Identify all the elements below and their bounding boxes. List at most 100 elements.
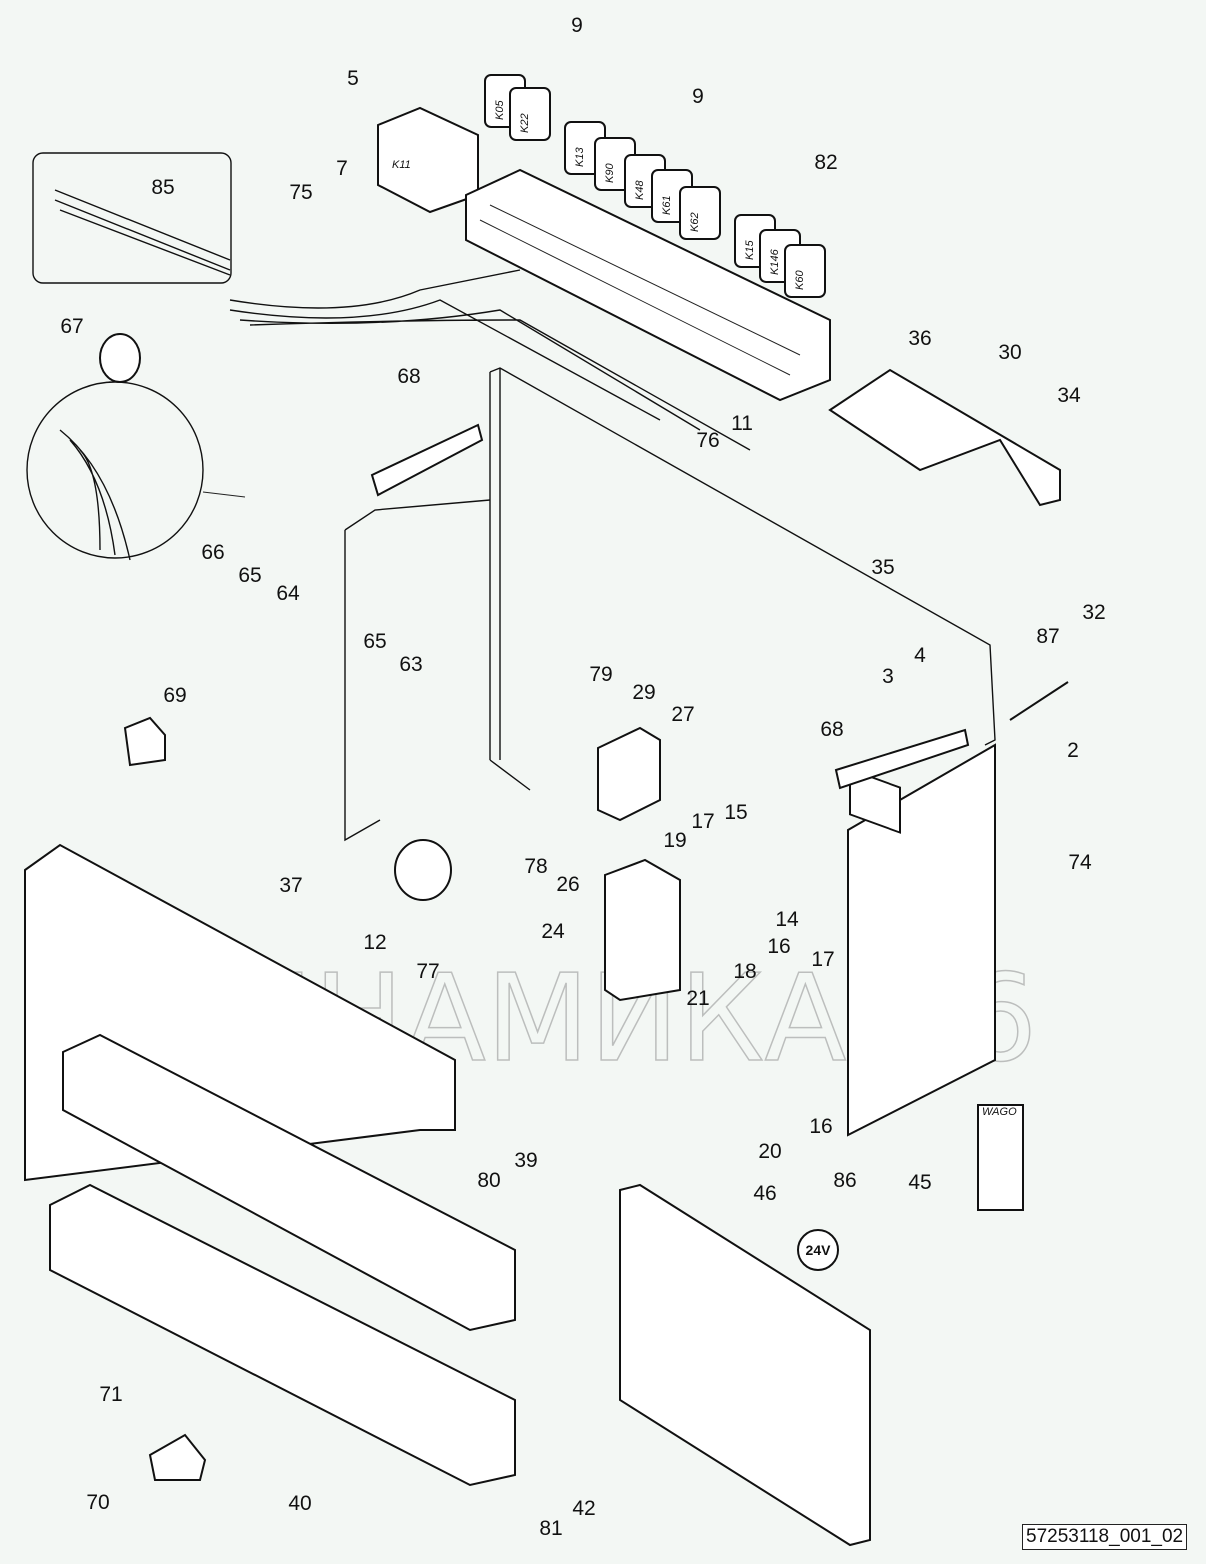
- callout-number: 16: [767, 935, 790, 958]
- callout-number: 65: [363, 630, 386, 653]
- callout-number: 81: [539, 1517, 562, 1540]
- label-45: [977, 1104, 1024, 1211]
- callout-number: 14: [775, 908, 799, 931]
- callout-number: 11: [731, 412, 753, 435]
- callout-number: 2: [1067, 739, 1079, 762]
- callout-number: 68: [820, 718, 843, 741]
- callout-number: 46: [753, 1182, 776, 1205]
- end-cap-69: [123, 716, 166, 767]
- callout-number: 40: [288, 1492, 311, 1515]
- relay-label: K11: [392, 159, 411, 171]
- cable-duct-71: [62, 1033, 516, 1332]
- callout-number: 35: [871, 556, 894, 579]
- relay-label: K48: [634, 180, 646, 200]
- relay-label: K22: [519, 113, 531, 133]
- callout-number: 63: [399, 653, 422, 676]
- callout-number: 67: [60, 315, 83, 338]
- relay: K62: [679, 186, 721, 240]
- callout-number: 9: [571, 14, 583, 37]
- wiring: [229, 269, 751, 451]
- drawing-id: 57253118_001_02: [1022, 1524, 1188, 1550]
- callout-number: 71: [99, 1383, 122, 1406]
- relay-label: K05: [494, 100, 506, 120]
- callout-number: 69: [163, 684, 186, 707]
- callout-number: 86: [833, 1169, 856, 1192]
- cover-panel-74: [847, 743, 996, 1137]
- callout-number: 26: [556, 873, 579, 896]
- leader: [202, 491, 246, 498]
- relay-label: K15: [744, 240, 756, 260]
- relay: K22: [509, 87, 551, 141]
- callout-number: 36: [908, 327, 931, 350]
- component-12: [394, 839, 452, 901]
- relay-body: [509, 87, 551, 141]
- module-24: [604, 858, 681, 1002]
- side-panel: [344, 499, 531, 842]
- callout-number: 77: [416, 960, 439, 983]
- label-brand: WAGO: [982, 1106, 1017, 1118]
- callout-number: 29: [632, 681, 655, 704]
- callout-number: 5: [347, 67, 359, 90]
- cable-duct-40: [49, 1183, 516, 1487]
- callout-number: 85: [151, 176, 174, 199]
- callout-number: 17: [811, 948, 834, 971]
- callout-number: 68: [397, 365, 420, 388]
- clip-68: [370, 423, 484, 497]
- socket-lines: [479, 204, 801, 376]
- wire-harness-85: [54, 189, 231, 276]
- relay-label: K13: [574, 147, 586, 167]
- callout-number: 42: [572, 1497, 595, 1520]
- harness-inset-frame: [32, 152, 232, 284]
- callout-number: 19: [663, 829, 686, 852]
- callout-number: 34: [1057, 384, 1081, 407]
- callout-number: 87: [1036, 625, 1059, 648]
- relay-label: K146: [769, 248, 781, 275]
- badge-86: [797, 1229, 839, 1271]
- callout-number: 20: [758, 1140, 781, 1163]
- end-cap-70: [148, 1433, 207, 1481]
- callout-number: 9: [692, 85, 704, 108]
- callout-number: 15: [724, 801, 747, 824]
- relay-label: K61: [661, 195, 673, 215]
- voltage-badge: 24V: [806, 1242, 832, 1258]
- callout-number: 65: [238, 564, 261, 587]
- relay-27: [597, 726, 661, 822]
- callout-number: 30: [998, 341, 1021, 364]
- callout-number: 18: [733, 960, 756, 983]
- relay-body: [679, 186, 721, 240]
- callout-number: 66: [201, 541, 224, 564]
- detail-circle: [26, 381, 204, 559]
- callout-number: 12: [363, 931, 386, 954]
- callout-number: 3: [882, 665, 894, 688]
- clip-68b: [834, 728, 970, 790]
- callout-number: 74: [1068, 851, 1092, 874]
- connector-35: [849, 768, 901, 834]
- taped-bundle: [59, 429, 131, 561]
- callout-number: 78: [524, 855, 547, 878]
- callout-number: 7: [336, 157, 348, 180]
- relay-body: [784, 244, 826, 298]
- relay-label: K62: [689, 212, 701, 232]
- relay-socket-strip: [465, 168, 831, 402]
- relay-label: K90: [604, 163, 616, 183]
- mounting-panel: [489, 367, 996, 760]
- callout-number: 24: [541, 920, 565, 943]
- callout-number: 70: [86, 1491, 109, 1514]
- callout-number: 79: [589, 663, 612, 686]
- callout-number: 64: [276, 582, 300, 605]
- callout-number: 21: [686, 987, 709, 1010]
- callout-number: 75: [289, 181, 312, 204]
- callout-number: 82: [814, 151, 837, 174]
- tape-roll-67: [99, 333, 141, 383]
- callout-number: 45: [908, 1171, 931, 1194]
- callout-number: 27: [671, 703, 694, 726]
- callout-number: 16: [809, 1115, 832, 1138]
- callout-number: 80: [477, 1169, 500, 1192]
- stud-2: [1009, 681, 1069, 721]
- callout-number: 32: [1082, 601, 1105, 624]
- callout-number: 37: [279, 874, 302, 897]
- bracket-30: [828, 368, 1061, 507]
- relay-label: K60: [794, 270, 806, 290]
